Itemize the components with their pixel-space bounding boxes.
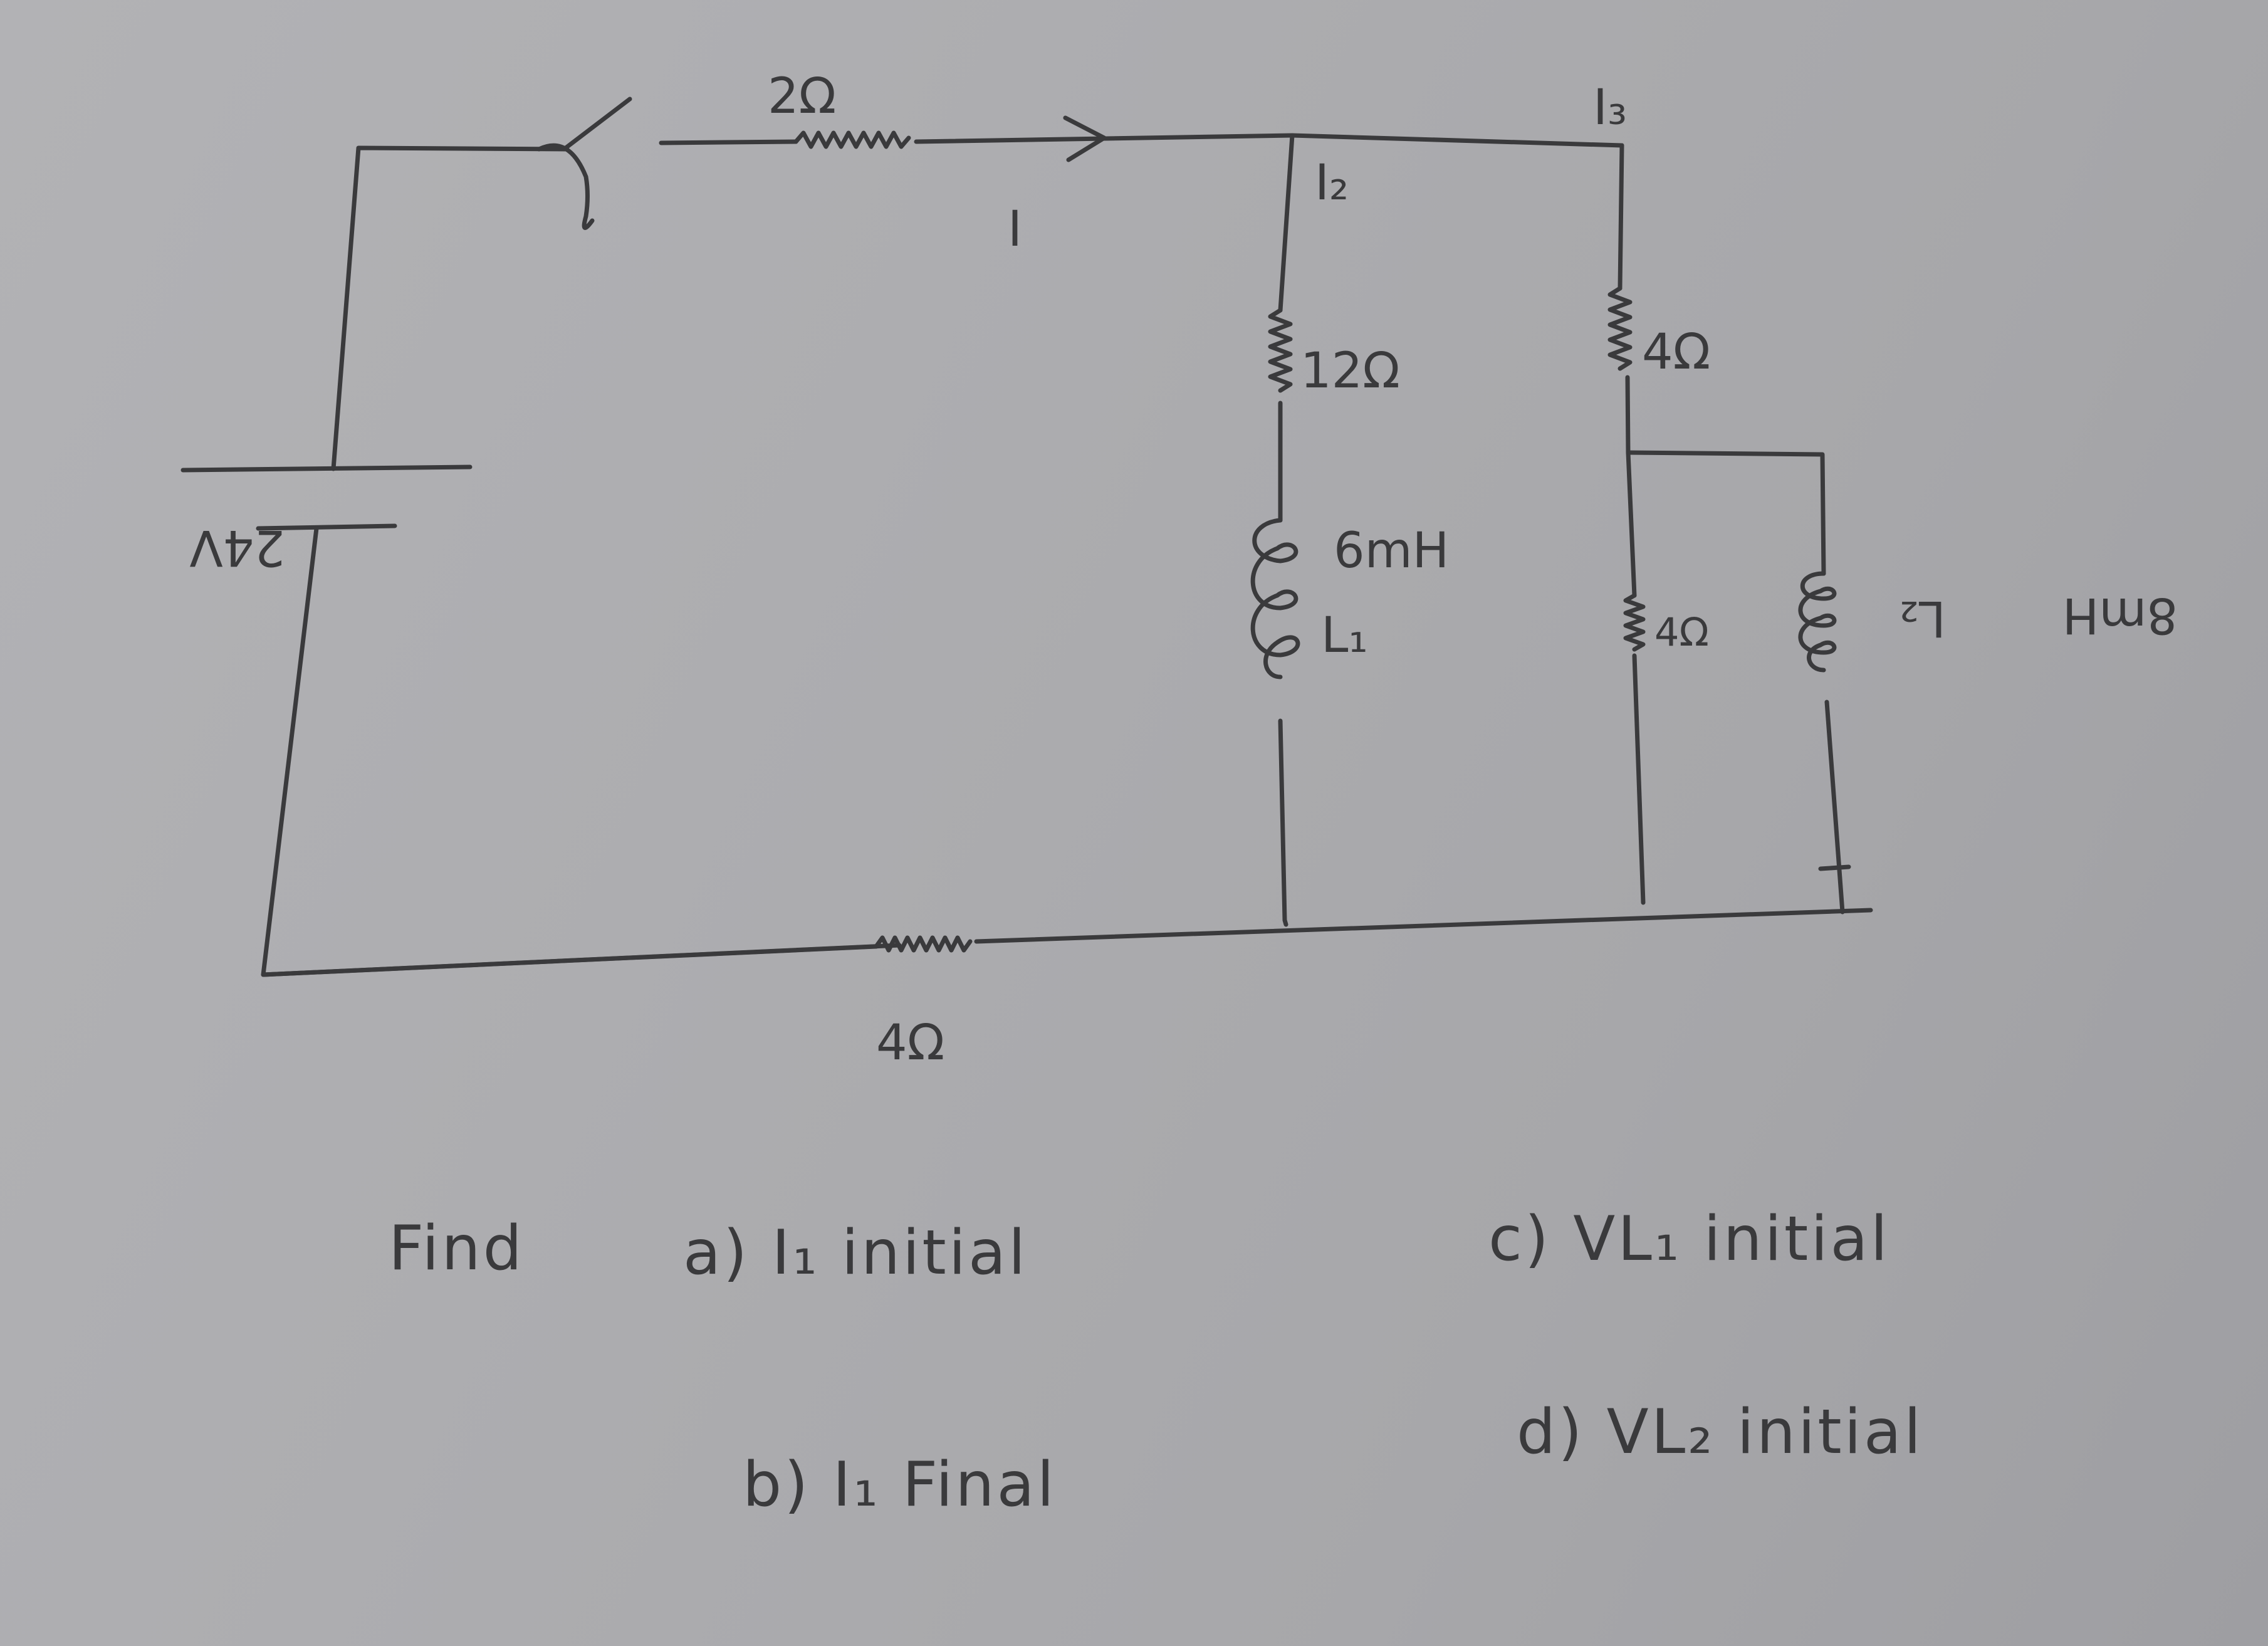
resistor-2ohm xyxy=(793,130,911,149)
wire-branch2-top xyxy=(1278,133,1295,313)
current-arrow-I xyxy=(1063,115,1107,162)
battery-short-plate xyxy=(256,523,397,531)
question-d: d) VL₂ initial xyxy=(1517,1397,1923,1468)
wire-parallel-top xyxy=(1626,450,1826,576)
resistor-4ohm-parallel xyxy=(1623,593,1646,652)
resistor-4ohm-bottom xyxy=(874,935,973,953)
question-b: b) I₁ Final xyxy=(743,1449,1057,1521)
label-resistor-4ohm-bottom: 4Ω xyxy=(876,1015,944,1071)
wire-bottom-left-segment xyxy=(261,944,879,977)
question-c: c) VL₁ initial xyxy=(1488,1203,1890,1275)
label-resistor-4ohm-top: 4Ω xyxy=(1642,324,1710,380)
label-source-voltage: 24V xyxy=(189,519,285,575)
label-find: Find xyxy=(389,1213,525,1284)
label-inductor-L2-name: L₂ xyxy=(1899,590,1946,646)
label-resistor-4ohm-parallel: 4Ω xyxy=(1654,609,1709,655)
wire-branch3-top xyxy=(1617,143,1624,291)
label-current-main: I xyxy=(1008,201,1022,258)
label-resistor-12ohm: 12Ω xyxy=(1300,343,1400,399)
wire-left-bottom xyxy=(261,526,902,977)
wire-bottom-right-segment xyxy=(974,908,1873,944)
wire-parallel-left-bottom xyxy=(1632,653,1646,905)
label-current-branch2: I₂ xyxy=(1315,155,1349,211)
label-inductor-L1-name: L₁ xyxy=(1321,607,1368,664)
inductor-L2 xyxy=(1798,571,1837,673)
label-inductor-L1-value: 6mH xyxy=(1334,523,1449,579)
switch-arm xyxy=(536,143,595,230)
label-current-branch3: I₃ xyxy=(1593,80,1627,136)
resistor-12ohm xyxy=(1268,308,1293,393)
battery-long-plate xyxy=(180,464,473,473)
label-resistor-2ohm: 2Ω xyxy=(768,68,836,125)
wire-top-left xyxy=(331,145,570,471)
question-a: a) I₁ initial xyxy=(683,1217,1028,1289)
junction-tick xyxy=(1818,864,1851,871)
wire-top-right xyxy=(1290,133,1624,148)
switch-blade xyxy=(562,97,632,152)
inductor-L1 xyxy=(1250,518,1300,679)
wire-branch2-bottom xyxy=(1278,718,1288,927)
wire-L2-bottom xyxy=(1824,700,1845,915)
wire-parallel-left-top xyxy=(1626,450,1637,598)
label-inductor-L2-value: 8mH xyxy=(2062,587,2178,643)
resistor-4ohm-top xyxy=(1607,286,1633,371)
wire-top-to-resistor xyxy=(659,139,798,145)
